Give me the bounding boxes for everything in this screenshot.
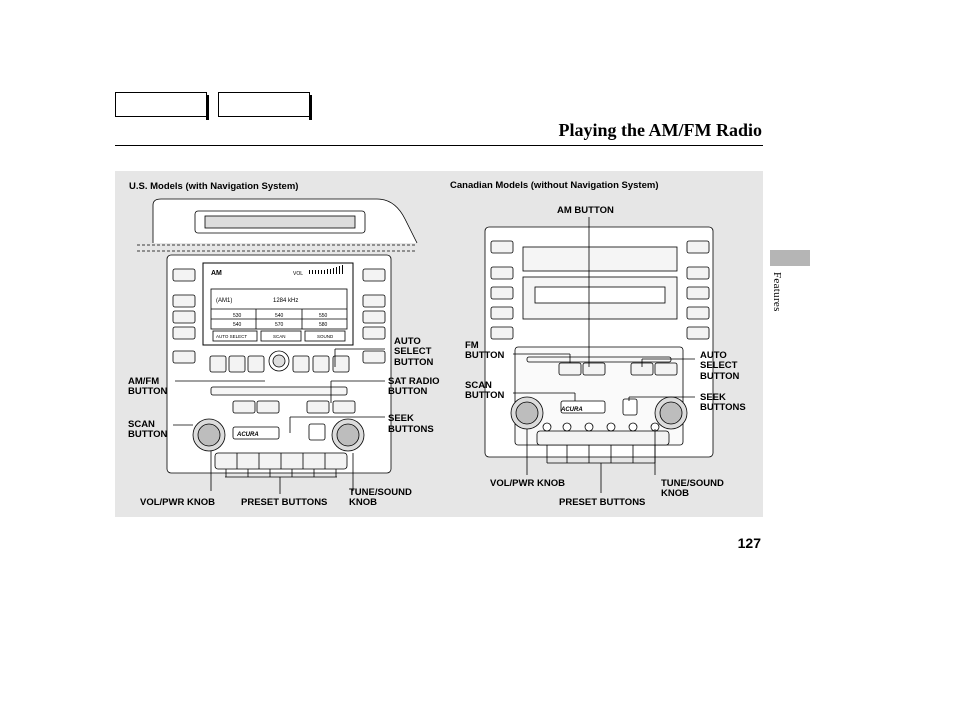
us-preset-1: 530: [233, 313, 242, 319]
section-label: Features: [771, 272, 783, 312]
us-seek-label-2: BUTTONS: [388, 424, 434, 435]
us-vol-meter: [309, 265, 343, 274]
us-preset-3: 550: [319, 313, 328, 319]
us-screen-vol: VOL: [293, 271, 303, 277]
us-amfm-label-1: AM/FM: [128, 376, 159, 387]
ca-tune-label-2: KNOB: [661, 488, 689, 499]
us-auto-label-2: SELECT: [394, 346, 432, 357]
ca-fm-label-2: BUTTON: [465, 350, 505, 361]
ca-logo: ACURA: [560, 407, 583, 413]
us-tune-label-1: TUNE/SOUND: [349, 487, 412, 498]
us-scan-label-1: SCAN: [128, 419, 155, 430]
us-sat-label-2: BUTTON: [388, 386, 428, 397]
us-vol-label: VOL/PWR KNOB: [140, 497, 215, 508]
us-tune-label-2: KNOB: [349, 497, 377, 508]
us-screen-btn-sound[interactable]: SOUND: [317, 334, 334, 339]
ca-auto-label-1: AUTO: [700, 350, 727, 361]
ca-auto-label-2: SELECT: [700, 360, 738, 371]
us-preset-6: 580: [319, 322, 328, 328]
us-preset-2: 540: [275, 313, 284, 319]
us-screen-btn-scan[interactable]: SCAN: [273, 334, 286, 339]
ca-tune-label-1: TUNE/SOUND: [661, 478, 724, 489]
us-heading: U.S. Models (with Navigation System): [129, 181, 298, 192]
ca-fm-label-1: FM: [465, 340, 479, 351]
us-auto-label-1: AUTO: [394, 336, 421, 347]
page-title: Playing the AM/FM Radio: [558, 120, 763, 140]
us-scan-label-2: BUTTON: [128, 429, 168, 440]
us-logo: ACURA: [236, 432, 259, 438]
header-rule: [115, 145, 763, 146]
tab-shadow: [309, 95, 312, 120]
us-screen-btn-auto[interactable]: AUTO SELECT: [216, 334, 247, 339]
us-preset-5: 570: [275, 322, 284, 328]
us-auto-label-3: BUTTON: [394, 357, 434, 368]
ca-scan-label-1: SCAN: [465, 380, 492, 391]
radio-diagram: AM VOL (AM1) 1284 kHz 530 540 550 540 57…: [128, 180, 746, 508]
us-seek-label-1: SEEK: [388, 413, 414, 424]
us-screen-mode: (AM1): [216, 298, 232, 304]
us-sat-label-1: SAT RADIO: [388, 376, 440, 387]
ca-scan-label-2: BUTTON: [465, 390, 505, 401]
us-preset-4: 540: [233, 322, 242, 328]
nav-box-right[interactable]: [218, 92, 310, 117]
ca-seek-label-1: SEEK: [700, 392, 726, 403]
radio-figure: AM VOL (AM1) 1284 kHz 530 540 550 540 57…: [115, 171, 763, 517]
nav-box-left[interactable]: [115, 92, 207, 117]
tab-shadow: [206, 95, 209, 120]
section-tab[interactable]: [770, 250, 810, 266]
us-screen-freq: 1284 kHz: [273, 298, 298, 304]
ca-seek-label-2: BUTTONS: [700, 402, 746, 413]
page-number: 127: [737, 535, 761, 551]
us-screen-band: AM: [211, 270, 222, 277]
us-preset-label: PRESET BUTTONS: [241, 497, 327, 508]
ca-preset-label: PRESET BUTTONS: [559, 497, 645, 508]
ca-heading: Canadian Models (without Navigation Syst…: [450, 180, 659, 191]
ca-vol-label: VOL/PWR KNOB: [490, 478, 565, 489]
us-amfm-label-2: BUTTON: [128, 386, 168, 397]
ca-am-label: AM BUTTON: [557, 205, 614, 216]
ca-auto-label-3: BUTTON: [700, 371, 740, 382]
